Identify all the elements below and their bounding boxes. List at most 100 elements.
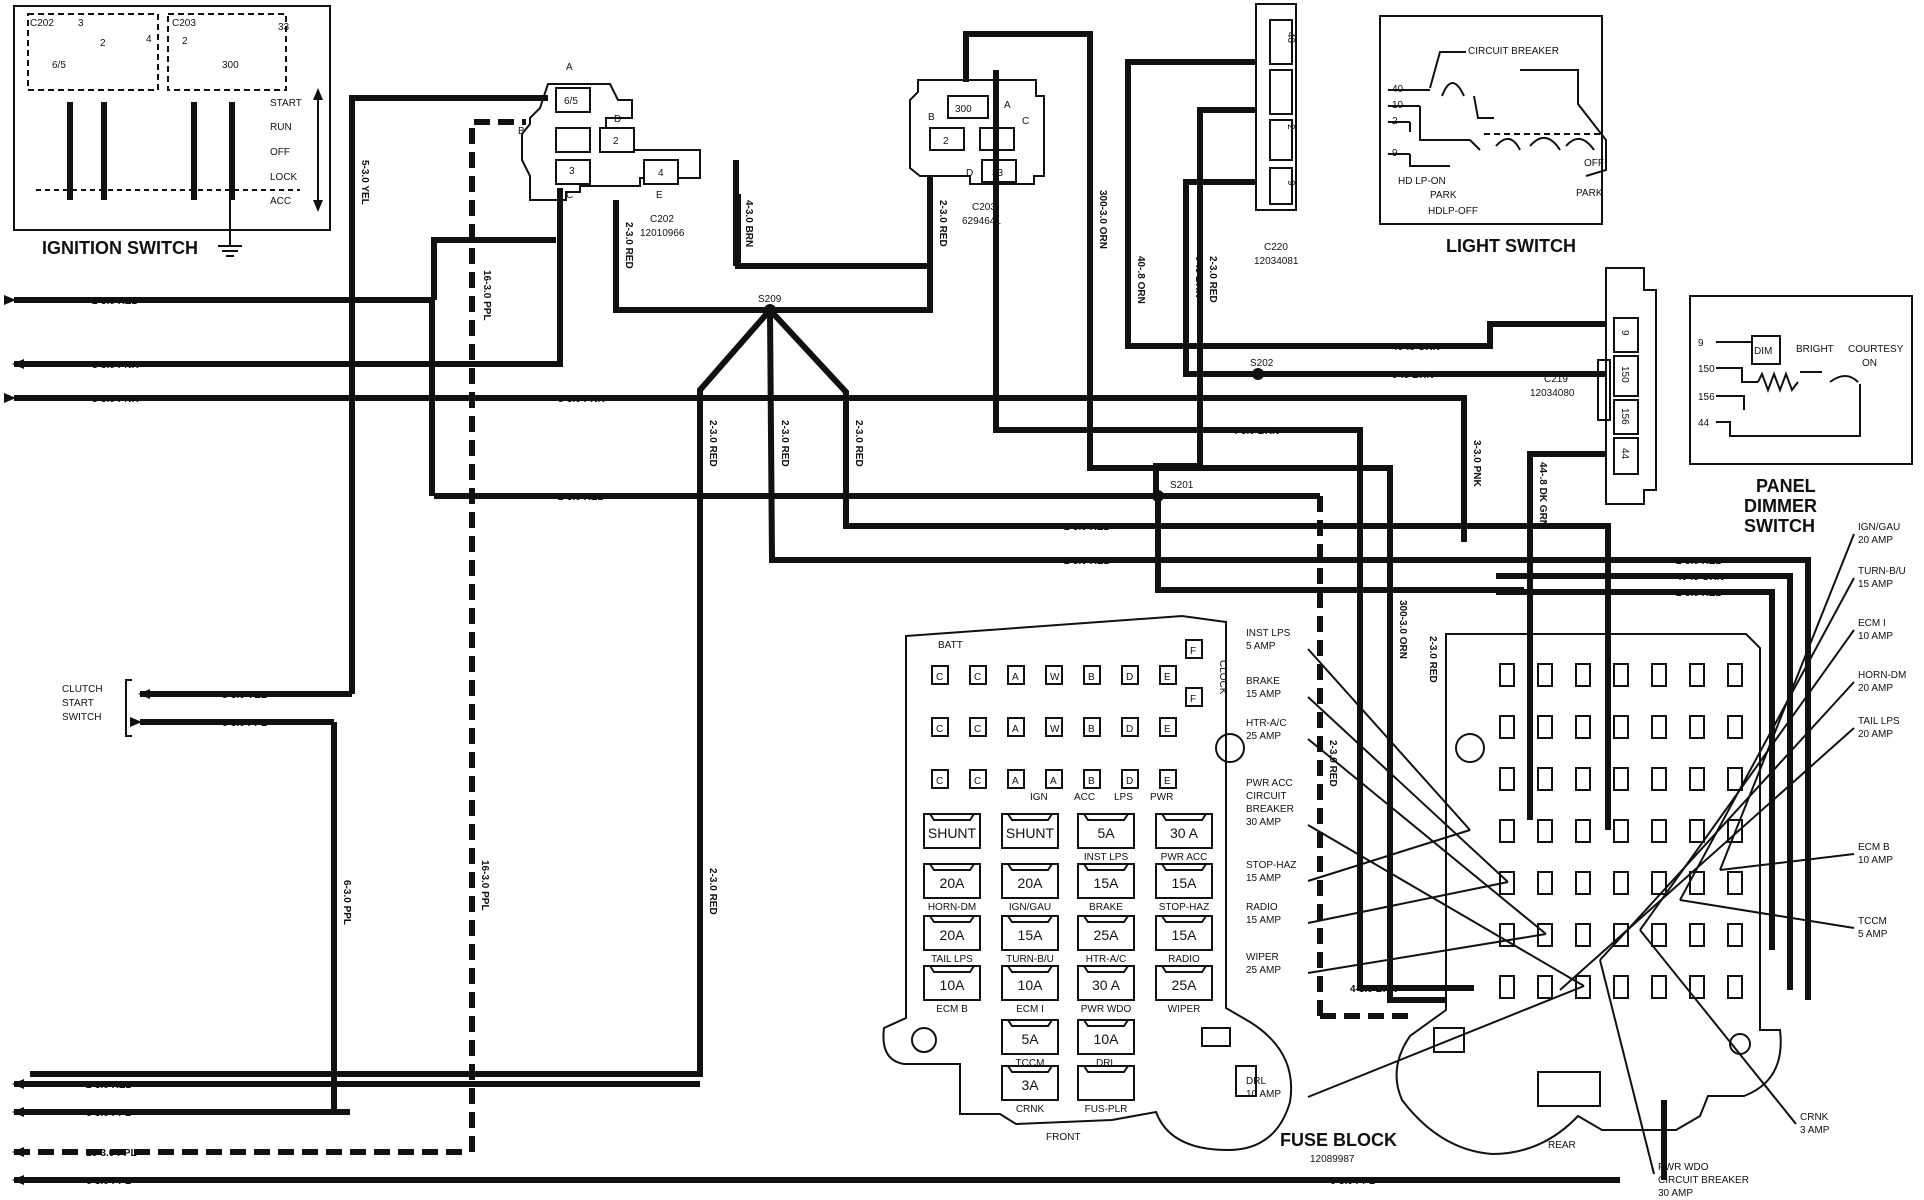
rear-slot xyxy=(1689,767,1705,791)
wire-label-pnk-3: 3-3.0 PNK xyxy=(558,394,605,405)
fuse-value: 10A xyxy=(1018,977,1044,993)
terminal-box xyxy=(1045,665,1063,685)
ignition-switch-title: IGNITION SWITCH xyxy=(42,238,198,258)
c202-name: C202 xyxy=(650,214,674,225)
fuse xyxy=(923,965,981,1001)
wire-label-brn-2: 4-3.0 BRN xyxy=(1350,984,1397,995)
callout-left-leader xyxy=(1307,738,1547,935)
c219-pin: 44 xyxy=(1619,448,1630,460)
wire-label-pnk: 3-3.0 PNK xyxy=(92,360,139,371)
c202-cavity-d: D xyxy=(614,114,621,125)
fuse-value: 25A xyxy=(1172,977,1198,993)
ignition-pin: 3 xyxy=(78,18,84,29)
c202-pin: 6/5 xyxy=(564,96,578,107)
callout-right-text: 30 AMP xyxy=(1658,1188,1693,1199)
light-switch-pin: 40 xyxy=(1392,84,1404,95)
fuse-label: FUS-PLR xyxy=(1085,1104,1128,1115)
terminal-label-ign: IGN xyxy=(1030,792,1048,803)
rear-slot xyxy=(1689,975,1705,999)
ignition-conn-c203: C203 xyxy=(172,18,196,29)
fuse-block-rear-label: REAR xyxy=(1548,1140,1576,1151)
dimmer-bright-label: BRIGHT xyxy=(1796,344,1834,355)
terminal-letter: E xyxy=(1164,672,1171,683)
fuse xyxy=(923,915,981,951)
connector-c219: 9 150 156 44 C219 12034080 xyxy=(1530,267,1657,505)
clock-terminal-letter: F xyxy=(1190,694,1196,705)
fuse-label: WIPER xyxy=(1168,1004,1201,1015)
fuse-value: 5A xyxy=(1021,1031,1039,1047)
rear-slot xyxy=(1499,819,1515,843)
terminal-box xyxy=(1159,769,1177,789)
light-switch-circuit-breaker: CIRCUIT BREAKER xyxy=(1468,46,1559,57)
c219-name: C219 xyxy=(1544,374,1568,385)
rear-slot xyxy=(1651,767,1667,791)
wire-label-red-6: 2-3.0 RED xyxy=(1676,588,1723,599)
callout-left-text: 30 AMP xyxy=(1246,817,1281,828)
callout-left-text: WIPER xyxy=(1246,952,1279,963)
wire-label-ppl16-v2: 16-3.0 PPL xyxy=(479,860,490,911)
terminal-label-pwr: PWR xyxy=(1150,792,1173,803)
ignition-position-off: OFF xyxy=(270,147,290,158)
rear-slot xyxy=(1727,663,1743,687)
wire-label-orn300-v: 300-3.0 ORN xyxy=(1397,600,1408,659)
dimmer-pin: 156 xyxy=(1698,392,1715,403)
wires: S209 S201 S202 xyxy=(4,31,1811,1185)
rear-slot xyxy=(1499,767,1515,791)
c202-cavity-b: B xyxy=(518,126,525,137)
c203-cavity-a: A xyxy=(1004,100,1011,111)
rear-slot xyxy=(1613,715,1629,739)
dimmer-title-1: PANEL xyxy=(1756,476,1816,496)
fuse-value: 20A xyxy=(940,875,966,891)
wire-label-orn40-v: 40-.8 ORN xyxy=(1135,256,1146,304)
callout-right-text: PWR WDO xyxy=(1658,1162,1709,1173)
wire-label-red-v4: 2-3.0 RED xyxy=(779,420,790,467)
terminal-box xyxy=(1045,717,1063,737)
ignition-pin: 2 xyxy=(100,38,106,49)
callout-right-text: 5 AMP xyxy=(1858,929,1888,940)
terminal-box xyxy=(1121,769,1139,789)
fuse xyxy=(1077,863,1135,899)
terminal-letter: B xyxy=(1088,672,1095,683)
rear-slot xyxy=(1613,663,1629,687)
rear-slot xyxy=(1689,663,1705,687)
fuse-value: 15A xyxy=(1018,927,1044,943)
wire-label-orn40: 40-.8 ORN xyxy=(1392,342,1440,353)
rear-slot xyxy=(1537,767,1553,791)
callout-right-text: 20 AMP xyxy=(1858,729,1893,740)
c202-cavity-a: A xyxy=(566,62,573,73)
terminal-letter: B xyxy=(1088,776,1095,787)
rear-slot xyxy=(1575,767,1591,791)
clock-terminal-letter: F xyxy=(1190,646,1196,657)
c219-pin: 150 xyxy=(1619,366,1630,383)
rear-slot xyxy=(1727,923,1743,947)
rear-slot xyxy=(1575,819,1591,843)
fuse-value: 25A xyxy=(1094,927,1120,943)
terminal-letter: D xyxy=(1126,724,1133,735)
fuse-block-front-label: FRONT xyxy=(1046,1132,1080,1143)
c203-pin: 2 xyxy=(943,136,949,147)
dimmer-title-3: SWITCH xyxy=(1744,516,1815,536)
wire-label-ppl: 6-3.0 PPL xyxy=(222,718,267,729)
callout-left-text: CIRCUIT xyxy=(1246,791,1287,802)
callout-left-text: 10 AMP xyxy=(1246,1089,1281,1100)
callout-right-leader xyxy=(1559,727,1855,991)
fuse-value: 15A xyxy=(1172,927,1198,943)
terminal-letter: C xyxy=(974,672,981,683)
rear-slot xyxy=(1613,871,1629,895)
panel-dimmer-switch: 9 150 156 44 DIM BRIGHT COURTESY ON PANE… xyxy=(1689,295,1913,536)
fuse-label: TURN-B/U xyxy=(1006,954,1054,965)
fuse-block-rear: FUSE BLOCK 12089987 REAR xyxy=(1280,633,1782,1165)
callout-right-leader xyxy=(1599,681,1855,961)
c219-pin: 9 xyxy=(1619,330,1630,336)
rear-slot xyxy=(1689,819,1705,843)
callout-left-text: 15 AMP xyxy=(1246,873,1281,884)
fuse-block-batt: BATT xyxy=(938,640,963,651)
fuse xyxy=(1077,965,1135,1001)
wire-label-dkgrn: 44-.8 DK GRN xyxy=(1537,462,1548,527)
ignition-pin: 4 xyxy=(146,34,152,45)
fuse-label: PWR ACC xyxy=(1161,852,1208,863)
wire-label-red-v6: 2-3.0 RED xyxy=(707,868,718,915)
callout-left-leader xyxy=(1307,881,1509,924)
